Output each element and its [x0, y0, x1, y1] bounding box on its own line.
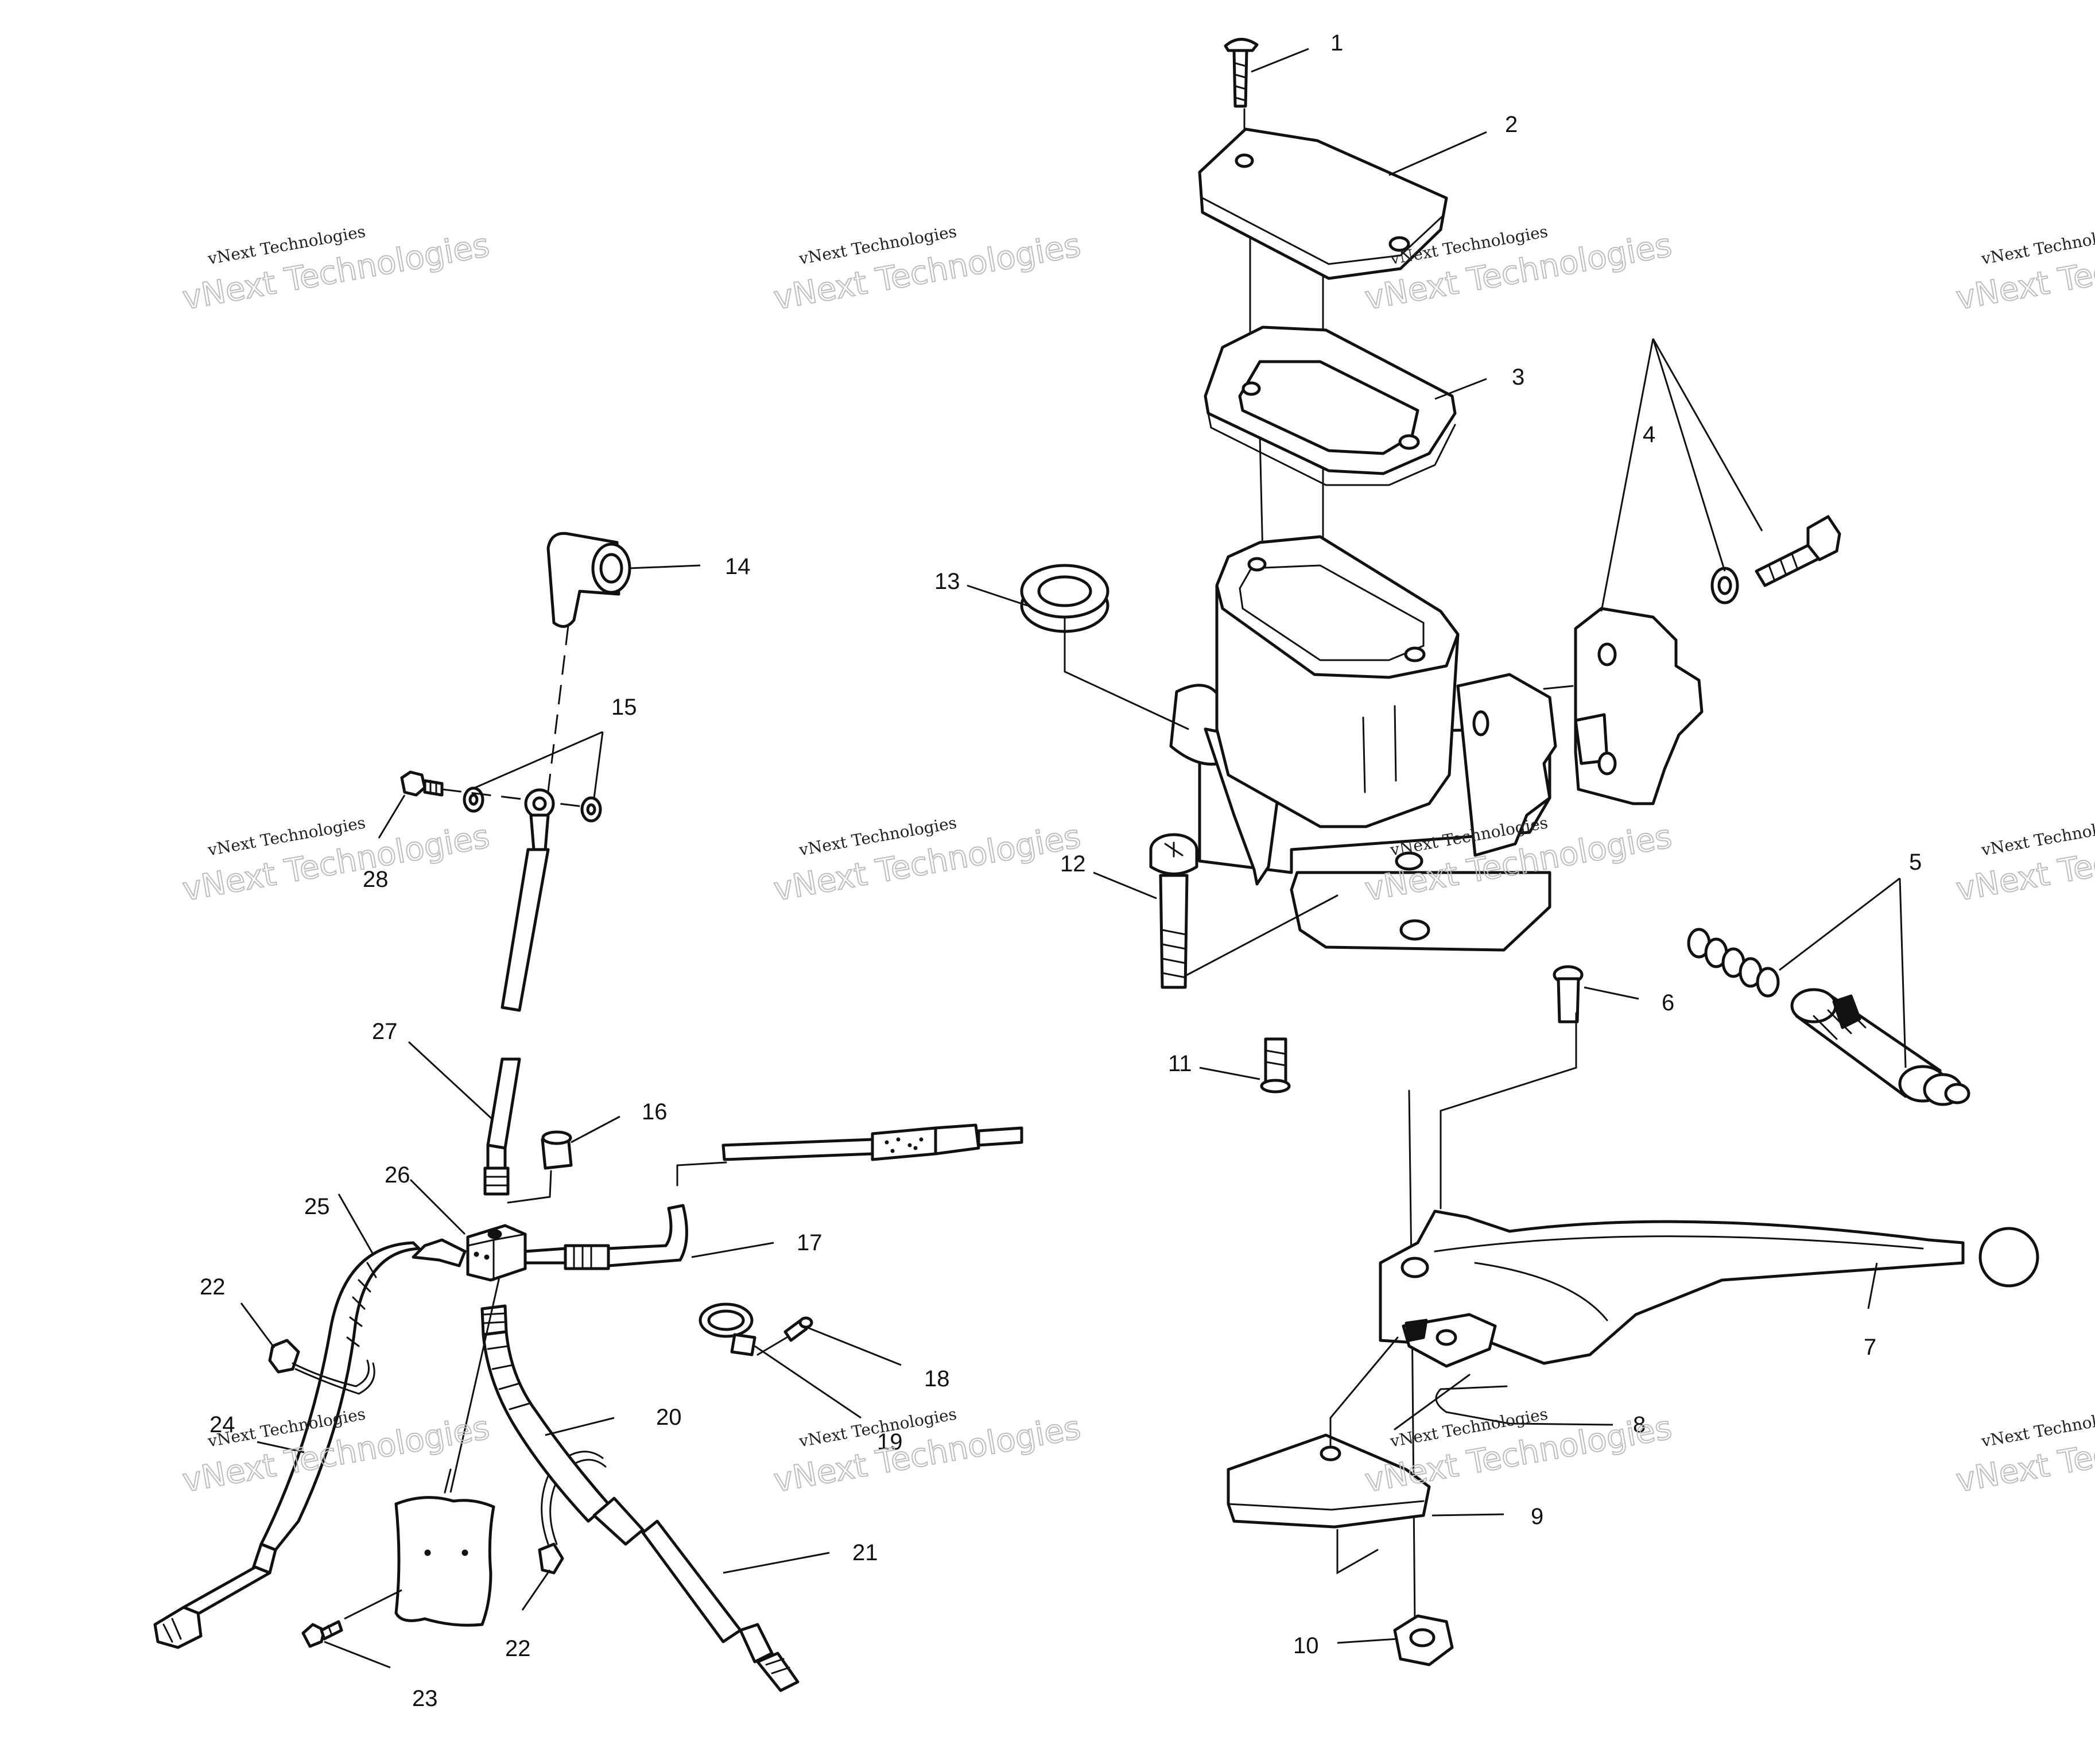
watermark: vNext Technologies vNext Technologies	[770, 813, 1084, 909]
watermark: vNext Technologies vNext Technologies	[1953, 222, 2095, 318]
callout-17: 17	[797, 1230, 823, 1255]
boot-part-13	[1020, 564, 1189, 730]
banjo-bolt-part-28	[400, 770, 444, 797]
watermark: vNext Technologies vNext Technologies	[179, 813, 492, 909]
clamp-part-4	[1574, 515, 1841, 805]
callout-22b: 22	[505, 1636, 531, 1661]
hose-clamp-part-22	[268, 1339, 607, 1575]
callout-4: 4	[1643, 422, 1655, 447]
callout-9: 9	[1531, 1504, 1543, 1529]
callout-20: 20	[656, 1405, 682, 1430]
reservoir-body	[1215, 535, 1460, 828]
washers-part-15	[441, 786, 602, 823]
brake-line-part-17	[523, 1123, 1023, 1270]
callout-11: 11	[1168, 1051, 1192, 1076]
watermark: vNext Technologies vNext Technologies	[770, 222, 1084, 318]
callout-26: 26	[385, 1162, 410, 1188]
watermark: vNext Technologies vNext Technologies	[1953, 1405, 2095, 1501]
callout-15: 15	[611, 695, 637, 720]
callout-6: 6	[1662, 990, 1674, 1015]
callout-21: 21	[852, 1540, 878, 1565]
callout-8: 8	[1633, 1412, 1646, 1437]
clip-part-19	[699, 1302, 756, 1356]
switch-part-16	[507, 1130, 573, 1204]
callout-5: 5	[1909, 850, 1922, 875]
hose-part-27	[483, 848, 550, 1196]
callout-16: 16	[642, 1099, 668, 1125]
bolt-part-12	[1149, 833, 1339, 989]
callout-2: 2	[1505, 112, 1518, 137]
pin-part-6	[1440, 965, 1584, 1209]
brake-line-part-20	[480, 1304, 800, 1692]
callout-27: 27	[372, 1019, 398, 1044]
callout-19: 19	[877, 1429, 903, 1455]
elbow-part-14	[546, 532, 631, 628]
callout-3: 3	[1512, 365, 1524, 390]
nut-part-10	[1393, 1614, 1454, 1666]
callout-22a: 22	[200, 1274, 226, 1300]
callout-18: 18	[924, 1366, 950, 1391]
gasket-part-3	[1204, 325, 1457, 486]
spring-part-8	[1394, 1374, 1511, 1430]
callout-7: 7	[1864, 1335, 1876, 1360]
watermark: vNext Technologies vNext Technologies	[1953, 813, 2095, 909]
brake-lever-part-7	[1379, 1209, 2039, 1368]
piston-spring-part-5	[1687, 928, 1970, 1106]
watermark: vNext Technologies vNext Technologies	[770, 1405, 1084, 1501]
callout-13: 13	[934, 569, 960, 594]
leader-lines	[240, 48, 1907, 1669]
screw-part-1	[1224, 38, 1259, 108]
callout-25: 25	[304, 1194, 330, 1219]
pin-part-11	[1260, 1037, 1291, 1094]
adjuster-part-9	[1227, 1336, 1431, 1575]
callout-numbers: 1 2 3 4 5 6 7 8 9 10 11 12 13 14 15 16 1…	[200, 30, 1922, 1711]
callout-28: 28	[363, 867, 389, 892]
callout-24: 24	[210, 1412, 235, 1437]
callout-10: 10	[1293, 1633, 1319, 1658]
banjo-fitting	[524, 788, 555, 851]
watermarks: vNext Technologies vNext Technologies vN…	[179, 222, 2095, 1501]
callout-23: 23	[412, 1686, 438, 1711]
watermark: vNext Technologies vNext Technologies	[179, 222, 492, 318]
watermark: vNext Technologies vNext Technologies	[1361, 1405, 1675, 1501]
callout-14: 14	[725, 554, 751, 579]
reservoir-cover-part-2	[1198, 127, 1448, 280]
callout-12: 12	[1060, 851, 1086, 877]
screw-part-18	[756, 1316, 813, 1356]
brake-line-part-25	[153, 1238, 467, 1649]
bracket-part-23	[301, 1496, 495, 1648]
callout-1: 1	[1330, 30, 1343, 56]
tee-block-part-26	[466, 1224, 527, 1282]
